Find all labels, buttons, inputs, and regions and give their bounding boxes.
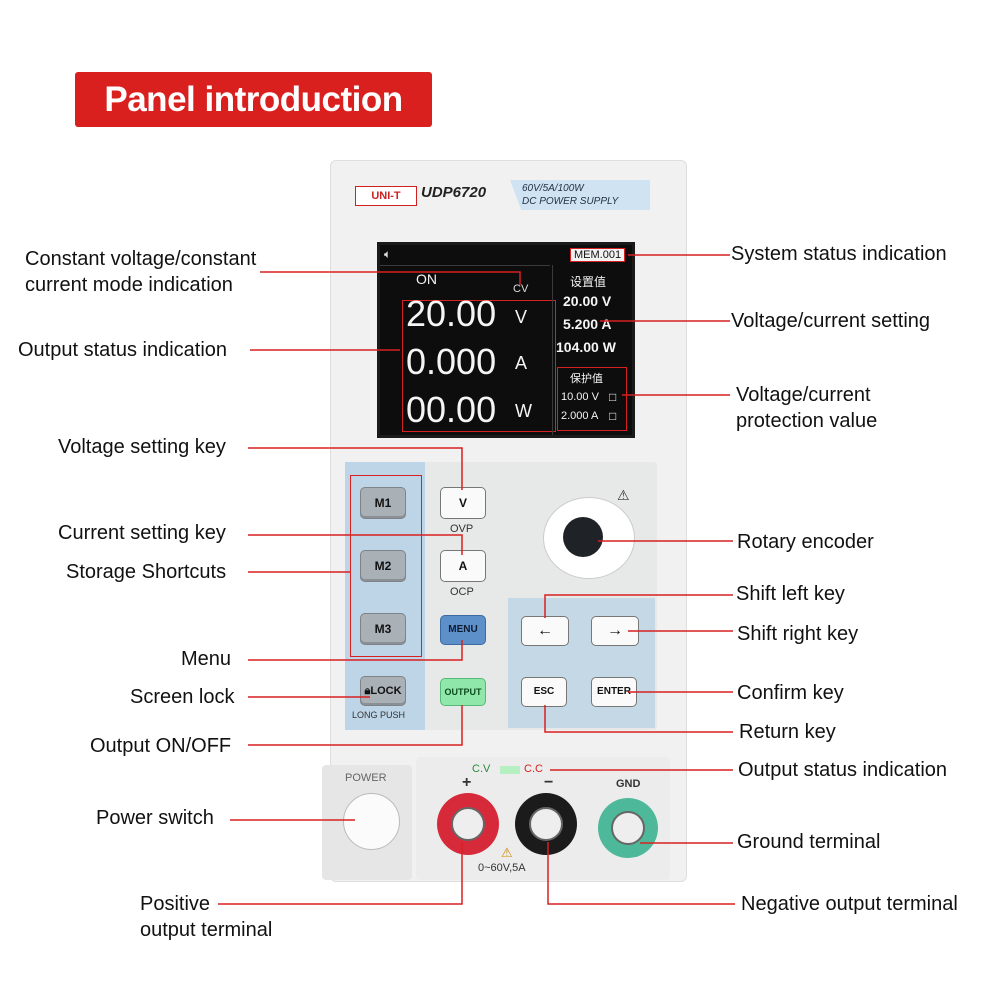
label-vc-setting: Voltage/current setting xyxy=(731,310,931,332)
menu-button[interactable]: MENU xyxy=(440,615,486,645)
shift-left-button[interactable]: ← xyxy=(521,616,569,646)
shift-right-button[interactable]: → xyxy=(591,616,639,646)
warning-icon: ⚠︎ xyxy=(501,845,513,860)
label-shift-left: Shift left key xyxy=(736,583,845,605)
ovp-value: 10.00 V xyxy=(561,391,599,403)
voltage-set-button[interactable]: V xyxy=(440,487,486,519)
label-output-status-left: Output status indication xyxy=(18,339,228,361)
label-storage: Storage Shortcuts xyxy=(66,561,227,583)
label-confirm: Confirm key xyxy=(737,682,844,704)
lock-label: LOCK xyxy=(370,685,402,697)
label-shift-right: Shift right key xyxy=(737,623,859,645)
label-ground-terminal: Ground terminal xyxy=(737,831,881,853)
model-name: UDP6720 xyxy=(421,184,487,201)
encoder-knob-center xyxy=(563,517,603,557)
ovp-label: OVP xyxy=(450,523,474,535)
spec-line-1: 60V/5A/100W xyxy=(522,183,584,194)
enter-button[interactable]: ENTER xyxy=(591,677,637,707)
label-screen-lock: Screen lock xyxy=(130,686,235,708)
label-menu: Menu xyxy=(181,648,232,670)
power-readout: 00.00 xyxy=(406,389,497,430)
m1-button[interactable]: M1 xyxy=(360,487,406,519)
ocp-checkbox-icon: □ xyxy=(609,409,617,423)
power-unit: W xyxy=(515,401,532,421)
negative-terminal-core xyxy=(529,807,563,841)
esc-button[interactable]: ESC xyxy=(521,677,567,707)
set-power: 104.00 W xyxy=(556,339,616,355)
m2-button[interactable]: M2 xyxy=(360,550,406,582)
label-system-status: System status indication xyxy=(731,243,947,265)
cv-led xyxy=(500,766,520,774)
brand-logo: UNI-T xyxy=(355,186,417,206)
plus-label: + xyxy=(462,774,472,791)
m3-button[interactable]: M3 xyxy=(360,613,406,645)
gnd-label: GND xyxy=(616,778,641,790)
label-cv-cc-mode: Constant voltage/constant current mode i… xyxy=(25,248,257,296)
spec-box: 60V/5A/100W DC POWER SUPPLY xyxy=(510,180,650,210)
power-label: POWER xyxy=(345,772,387,784)
label-current-key: Current setting key xyxy=(58,522,226,544)
current-unit: A xyxy=(515,353,528,373)
output-button[interactable]: OUTPUT xyxy=(440,678,486,706)
lcd-screen: 🔈︎ MEM.001 ON CV 20.00 V 0.000 A 00.00 W… xyxy=(377,242,635,438)
setting-title: 设置值 xyxy=(570,275,607,289)
label-power-switch: Power switch xyxy=(96,807,214,829)
cc-indicator-label: C.C xyxy=(524,763,543,775)
label-voltage-key: Voltage setting key xyxy=(58,436,226,458)
page-title: Panel introduction xyxy=(75,72,432,127)
label-positive-terminal: Positive output terminal xyxy=(140,893,273,941)
protect-title: 保护值 xyxy=(570,373,603,385)
mem-indicator: MEM.001 xyxy=(570,248,626,262)
voltage-unit: V xyxy=(515,307,528,327)
speaker-icon: 🔈︎ xyxy=(384,247,392,261)
label-rotary-encoder: Rotary encoder xyxy=(737,531,874,553)
label-output-onoff: Output ON/OFF xyxy=(90,735,232,757)
ovp-checkbox-icon: □ xyxy=(609,390,617,404)
output-range-label: 0~60V,5A xyxy=(478,862,526,874)
voltage-readout: 20.00 xyxy=(406,293,497,334)
encoder-lock-icon: ⚠︎ xyxy=(617,487,630,503)
current-readout: 0.000 xyxy=(406,341,497,382)
ocp-label: OCP xyxy=(450,586,474,598)
cv-indicator-label: C.V xyxy=(472,763,491,775)
label-output-status-right: Output status indication xyxy=(738,759,948,781)
label-vc-protection: Voltage/current protection value xyxy=(736,384,878,432)
current-set-button[interactable]: A xyxy=(440,550,486,582)
long-push-label: LONG PUSH xyxy=(352,710,406,720)
brand-bar: UNI-T UDP6720 60V/5A/100W DC POWER SUPPL… xyxy=(355,180,655,210)
minus-label: − xyxy=(544,774,554,791)
set-current: 5.200 A xyxy=(563,316,612,332)
cv-mode-text: CV xyxy=(513,283,529,295)
output-on-text: ON xyxy=(416,271,437,287)
ocp-value: 2.000 A xyxy=(561,410,599,422)
label-negative-terminal: Negative output terminal xyxy=(741,893,958,915)
positive-terminal-core xyxy=(451,807,485,841)
label-return: Return key xyxy=(739,721,836,743)
set-voltage: 20.00 V xyxy=(563,293,612,309)
lock-button[interactable]: 🔒︎LOCK xyxy=(360,676,406,706)
power-button[interactable] xyxy=(343,793,400,850)
ground-terminal-core xyxy=(611,811,645,845)
spec-line-2: DC POWER SUPPLY xyxy=(522,196,619,207)
